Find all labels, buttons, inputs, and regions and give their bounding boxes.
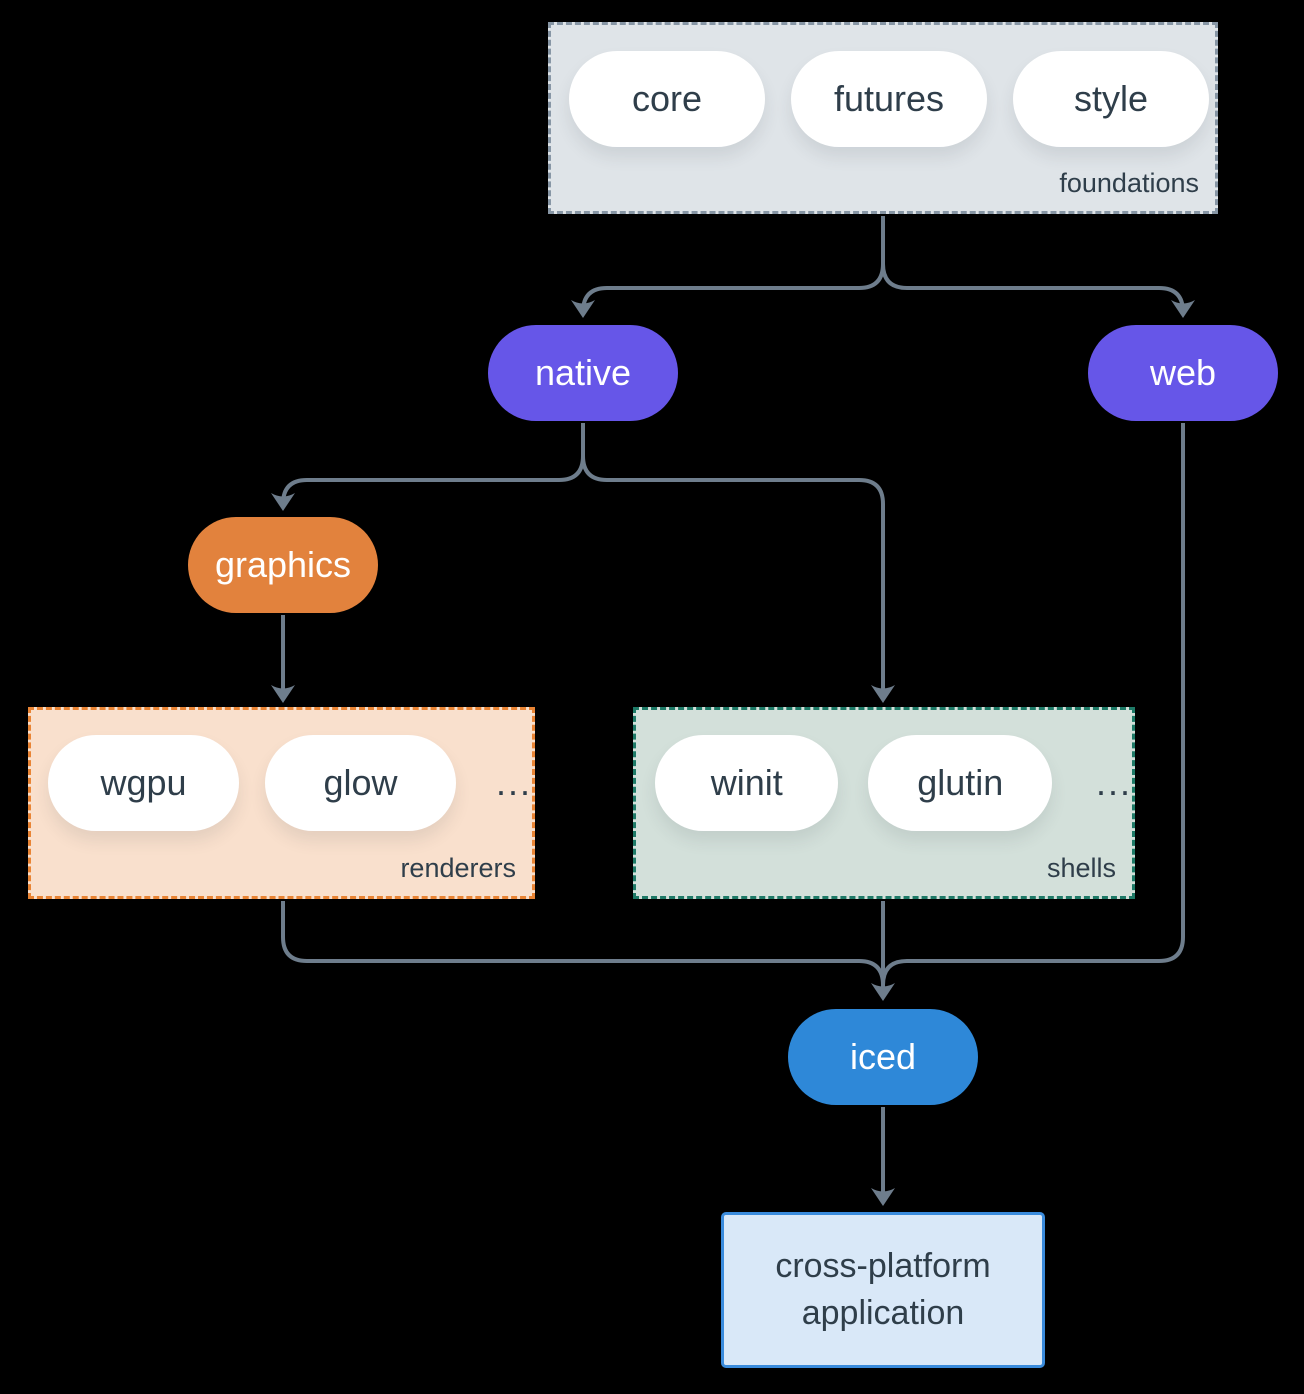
arrowhead-iced — [871, 983, 895, 1001]
connector-foundations-to-web — [881, 216, 1195, 318]
renderers-pill-row: wgpu glow ... — [31, 710, 532, 831]
node-iced-label: iced — [849, 1036, 917, 1077]
connector-shells-to-iced — [871, 901, 895, 1001]
connector-native-to-graphics — [271, 423, 585, 511]
renderers-group-label: renderers — [400, 853, 516, 883]
node-native: native — [488, 325, 678, 421]
application-label-line2: application — [801, 1294, 965, 1332]
foundations-group: core futures style foundations — [548, 22, 1218, 214]
node-style: style — [1013, 51, 1209, 147]
node-winit: winit — [655, 735, 839, 831]
arrowhead-native — [571, 300, 595, 318]
application-label-line1: cross-platform — [775, 1247, 991, 1286]
node-iced: iced — [788, 1009, 978, 1105]
shells-pill-row: winit glutin ... — [636, 710, 1132, 831]
node-core: core — [569, 51, 765, 147]
arrowhead-graphics — [271, 493, 295, 511]
node-graphics-label: graphics — [214, 544, 352, 585]
arrowhead-web — [1171, 300, 1195, 318]
shells-group-label: shells — [1046, 853, 1116, 883]
node-wgpu-label: wgpu — [100, 762, 187, 803]
node-glow: glow — [264, 735, 456, 831]
node-winit-label: winit — [710, 762, 783, 803]
arrowhead-application — [871, 1188, 895, 1206]
node-glutin-label: glutin — [917, 762, 1004, 803]
renderers-ellipsis: ... — [495, 762, 532, 803]
node-futures-label: futures — [833, 78, 945, 119]
arrowhead-shells — [871, 685, 895, 703]
shells-ellipsis: ... — [1095, 762, 1132, 803]
connector-graphics-to-renderers — [271, 615, 295, 703]
node-style-label: style — [1073, 78, 1149, 119]
node-futures: futures — [791, 51, 987, 147]
node-web-label: web — [1149, 352, 1217, 393]
node-cross-platform-application: cross-platform application — [721, 1212, 1045, 1368]
node-core-label: core — [631, 78, 703, 119]
renderers-group: wgpu glow ... renderers — [28, 707, 535, 899]
node-web: web — [1088, 325, 1278, 421]
connector-native-to-shells — [581, 423, 895, 703]
node-native-label: native — [534, 352, 632, 393]
node-glutin: glutin — [868, 735, 1052, 831]
shells-group: winit glutin ... shells — [633, 707, 1135, 899]
connector-foundations-to-native — [571, 216, 885, 318]
foundations-pill-row: core futures style — [551, 25, 1215, 147]
connector-renderers-to-iced — [281, 901, 885, 992]
node-glow-label: glow — [323, 762, 398, 803]
connector-iced-to-application — [871, 1107, 895, 1206]
arrowhead-renderers — [271, 685, 295, 703]
node-wgpu: wgpu — [48, 735, 239, 831]
foundations-group-label: foundations — [1059, 168, 1199, 198]
node-graphics: graphics — [188, 517, 378, 613]
